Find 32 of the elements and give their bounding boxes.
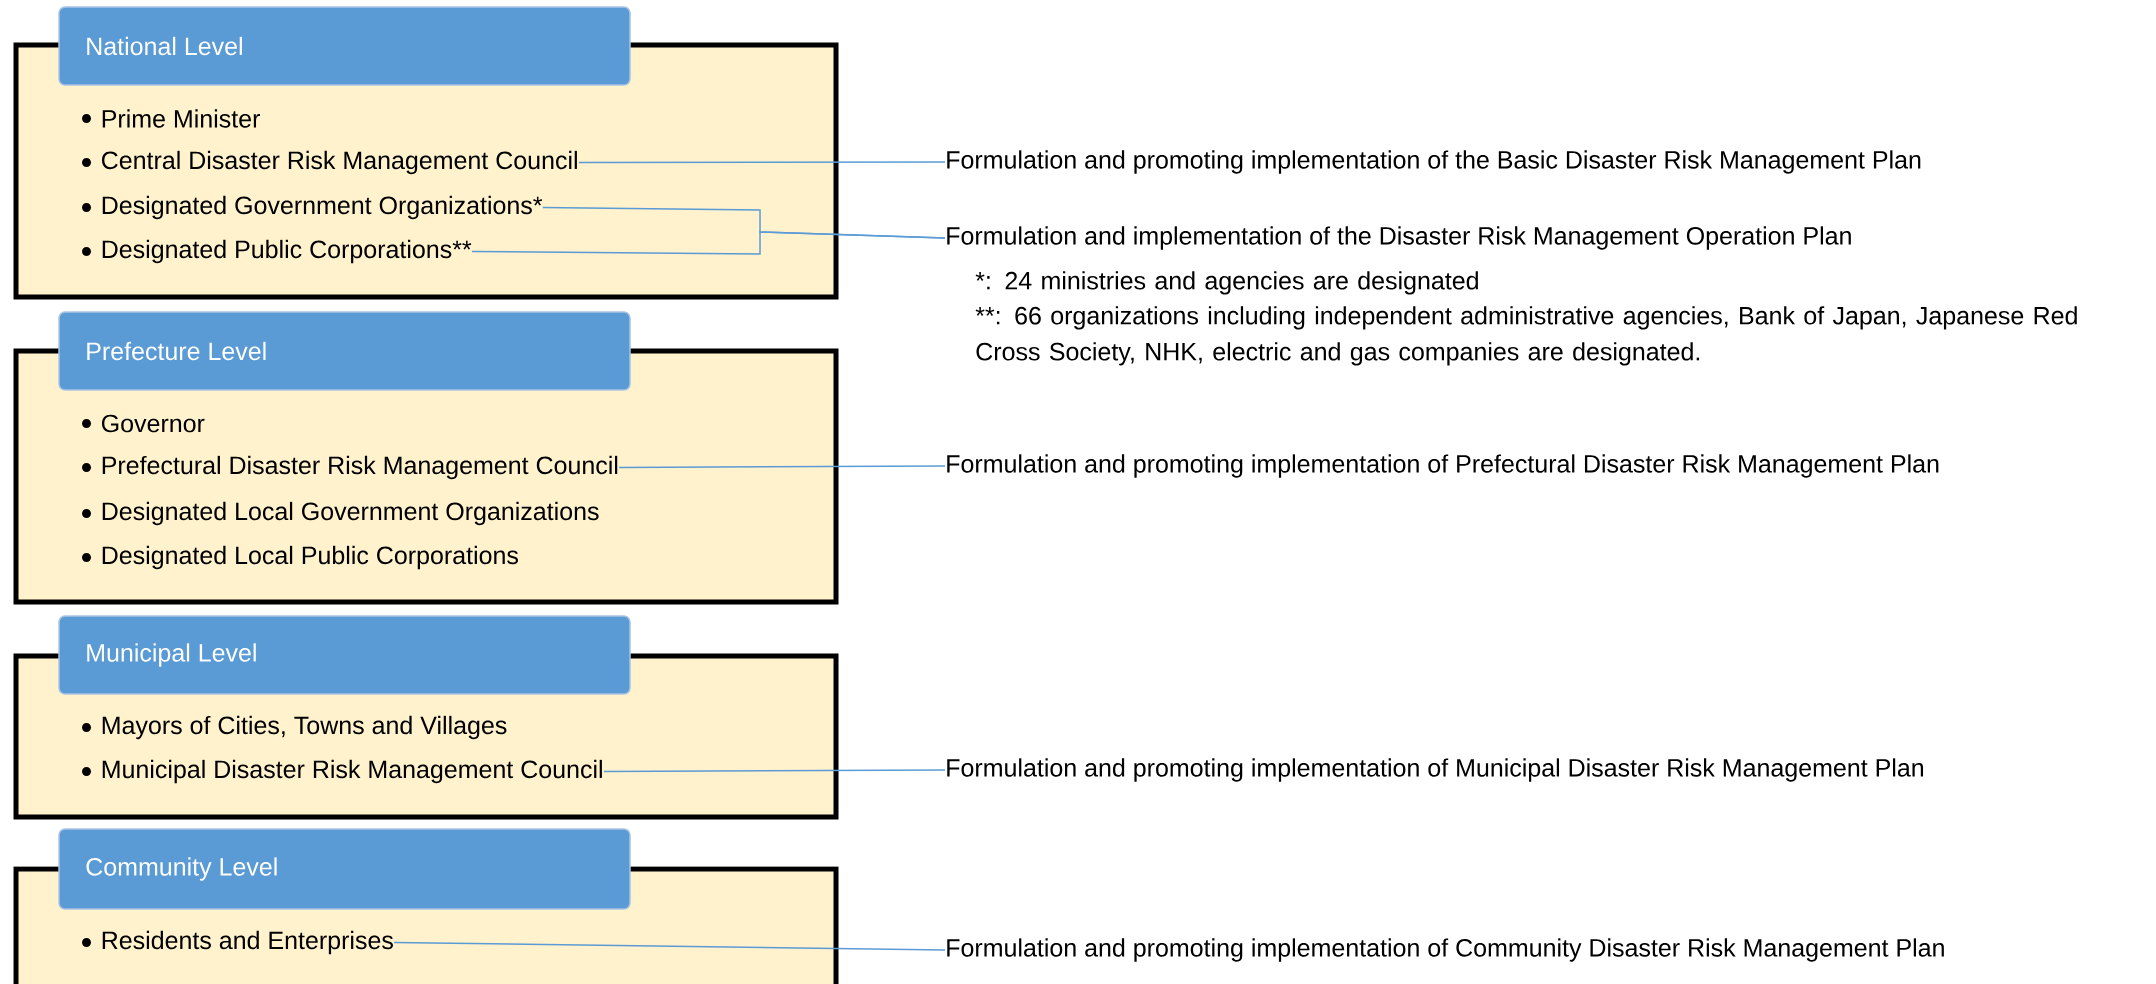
bullet-item: Designated Local Government Organizations <box>82 501 599 526</box>
bullet-item: Designated Government Organizations* <box>82 195 543 220</box>
level-frame <box>13 6 839 300</box>
bracket-leader-line <box>471 231 946 255</box>
plan-text: Formulation and promoting implementation of the Basic Disaster Risk Management Plan <box>947 150 1921 174</box>
leader-line <box>578 161 946 164</box>
bullet-item: Municipal Disaster Risk Management Council <box>82 759 602 784</box>
level-frame <box>13 311 839 605</box>
bullet-item: Residents and Enterprises <box>82 930 393 955</box>
bullet-item: Designated Public Corporations** <box>82 239 472 264</box>
node-label: Governor <box>101 414 205 433</box>
bullet-item: Prime Minister <box>82 109 260 128</box>
heading-tab: Prefecture Level <box>58 311 631 391</box>
heading-tab: National Level <box>58 6 631 86</box>
bullet-item: Governor <box>82 414 205 433</box>
plan-text: Formulation and promoting implementation of Prefectural Disaster Risk Management Plan <box>947 454 1939 478</box>
heading-tab: Community Level <box>58 828 631 910</box>
footnote: **: 66 organizations including independent administrative agencies, Bank of Japan, Japanese Red Cross Society, NHK, electric and gas companies are designated. <box>975 306 2077 366</box>
plan-text: Formulation and promoting implementation of Community Disaster Risk Management Plan <box>947 938 1944 962</box>
leader-line <box>618 465 946 469</box>
bullet-item: Designated Local Public Corporations <box>82 545 518 570</box>
bullet-item: Central Disaster Risk Management Council <box>82 150 577 175</box>
plan-text: Formulation and implementation of the Disaster Risk Management Operation Plan <box>947 226 1851 250</box>
leader-line <box>603 769 946 773</box>
bullet-item: Mayors of Cities, Towns and Villages <box>82 715 507 740</box>
bullet-item: Prefectural Disaster Risk Management Council <box>82 455 618 480</box>
heading-tab: Municipal Level <box>58 615 631 695</box>
level-frame <box>13 615 839 820</box>
level-frame <box>13 828 839 984</box>
leader-line <box>393 941 946 951</box>
footnote: *: 24 ministries and agencies are designated <box>975 271 1478 295</box>
plan-text: Formulation and promoting implementation of Municipal Disaster Risk Management Plan <box>947 758 1924 782</box>
